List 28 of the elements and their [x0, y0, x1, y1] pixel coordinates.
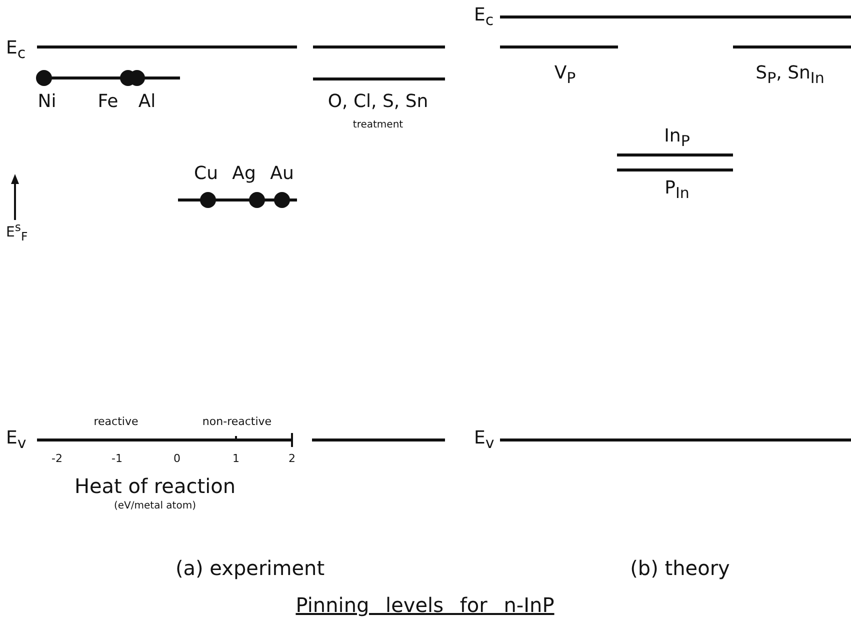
level-label: E$_{v}$ — [474, 428, 494, 452]
level-label: 1 — [232, 452, 240, 466]
level-label: -2 — [52, 452, 62, 466]
level-label: 2 — [288, 452, 296, 466]
level-label: Ni — [38, 92, 56, 112]
level-label: non-reactive — [202, 416, 272, 428]
level-label: -1 — [112, 452, 122, 466]
level-label: Al — [138, 92, 156, 112]
level-label: Fe — [98, 92, 118, 112]
level-label: treatment — [352, 120, 404, 130]
level-label: (b) theory — [630, 557, 730, 579]
level-label: Au — [270, 164, 294, 184]
level-label: V$_{P}$ — [554, 63, 576, 87]
level-label: O, Cl, S, Sn — [328, 92, 428, 112]
level-label: 0 — [174, 452, 180, 466]
level-label: E$_{v}$ — [6, 428, 26, 452]
level-label: P$_{In}$ — [664, 178, 690, 202]
level-label: reactive — [94, 416, 138, 428]
level-label: E$_{c}$ — [6, 38, 26, 62]
level-label: (eV/metal atom) — [114, 500, 196, 512]
level-label: (a) experiment — [175, 557, 325, 579]
level-label: In$_{P}$ — [664, 126, 690, 150]
level-label: E$_{c}$ — [474, 5, 494, 29]
level-label: Heat of reaction — [74, 475, 236, 497]
level-label: S$_{P}$, Sn$_{In}$ — [756, 63, 824, 87]
level-label: Ag — [232, 164, 256, 184]
level-label: Cu — [194, 164, 218, 184]
caption: Pinning levels for n-InP — [296, 593, 554, 617]
